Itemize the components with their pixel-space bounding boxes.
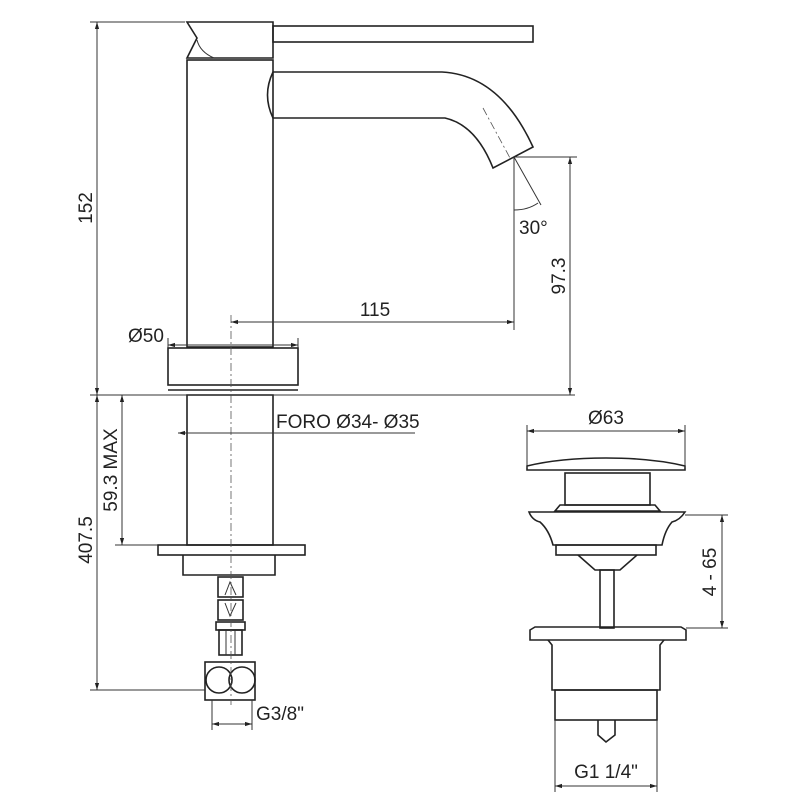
hole-label: FORO Ø34- Ø35 (276, 412, 420, 433)
drain-dimensions: Ø63 4 - 65 G1 1/4" (526, 408, 728, 792)
drain-flange (527, 511, 687, 546)
base-diameter-label: Ø50 (128, 326, 164, 347)
cap-diameter-label: Ø63 (588, 408, 624, 429)
angle-label: 30° (519, 218, 548, 239)
faucet-drawing (157, 21, 535, 705)
handle-arc (196, 39, 215, 59)
spout-height-label: 97.3 (549, 258, 570, 295)
lever (272, 25, 534, 43)
drain-body (554, 689, 658, 721)
height-label: 152 (76, 192, 97, 224)
shank (186, 394, 274, 546)
base-plate (167, 347, 299, 386)
drain-cap (526, 457, 686, 471)
handle (185, 21, 274, 59)
range-label: 4 - 65 (700, 548, 721, 597)
drain-rod (599, 569, 615, 629)
body (186, 59, 274, 348)
max-deck-label: 59.3 MAX (101, 428, 122, 512)
hose-length-label: 407.5 (76, 516, 97, 564)
spout (266, 71, 535, 170)
nut (182, 555, 276, 576)
connection-label: G3/8" (256, 704, 304, 725)
drain-drawing (526, 457, 687, 744)
spout-reach-label: 115 (360, 300, 390, 321)
faucet-dimensions: 152 30° 97.3 115 Ø50 FORO Ø34- Ø35 59.3 … (76, 21, 577, 730)
thread-label: G1 1/4" (574, 762, 638, 783)
nut-plate (157, 544, 306, 556)
